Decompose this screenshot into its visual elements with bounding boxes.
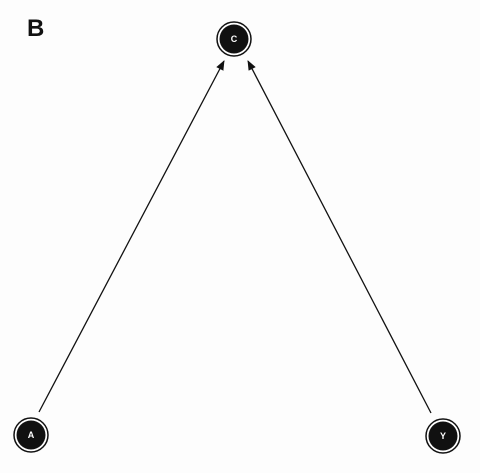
node-a[interactable]: A	[13, 417, 49, 453]
node-y-label: Y	[440, 431, 446, 441]
node-c-label: C	[231, 34, 238, 44]
panel-label: B	[27, 15, 45, 42]
node-c[interactable]: C	[216, 21, 252, 57]
node-a-label: A	[28, 430, 35, 440]
edge-y-to-c	[247, 60, 432, 414]
edge-a-to-c	[38, 60, 225, 413]
node-y[interactable]: Y	[425, 418, 461, 454]
